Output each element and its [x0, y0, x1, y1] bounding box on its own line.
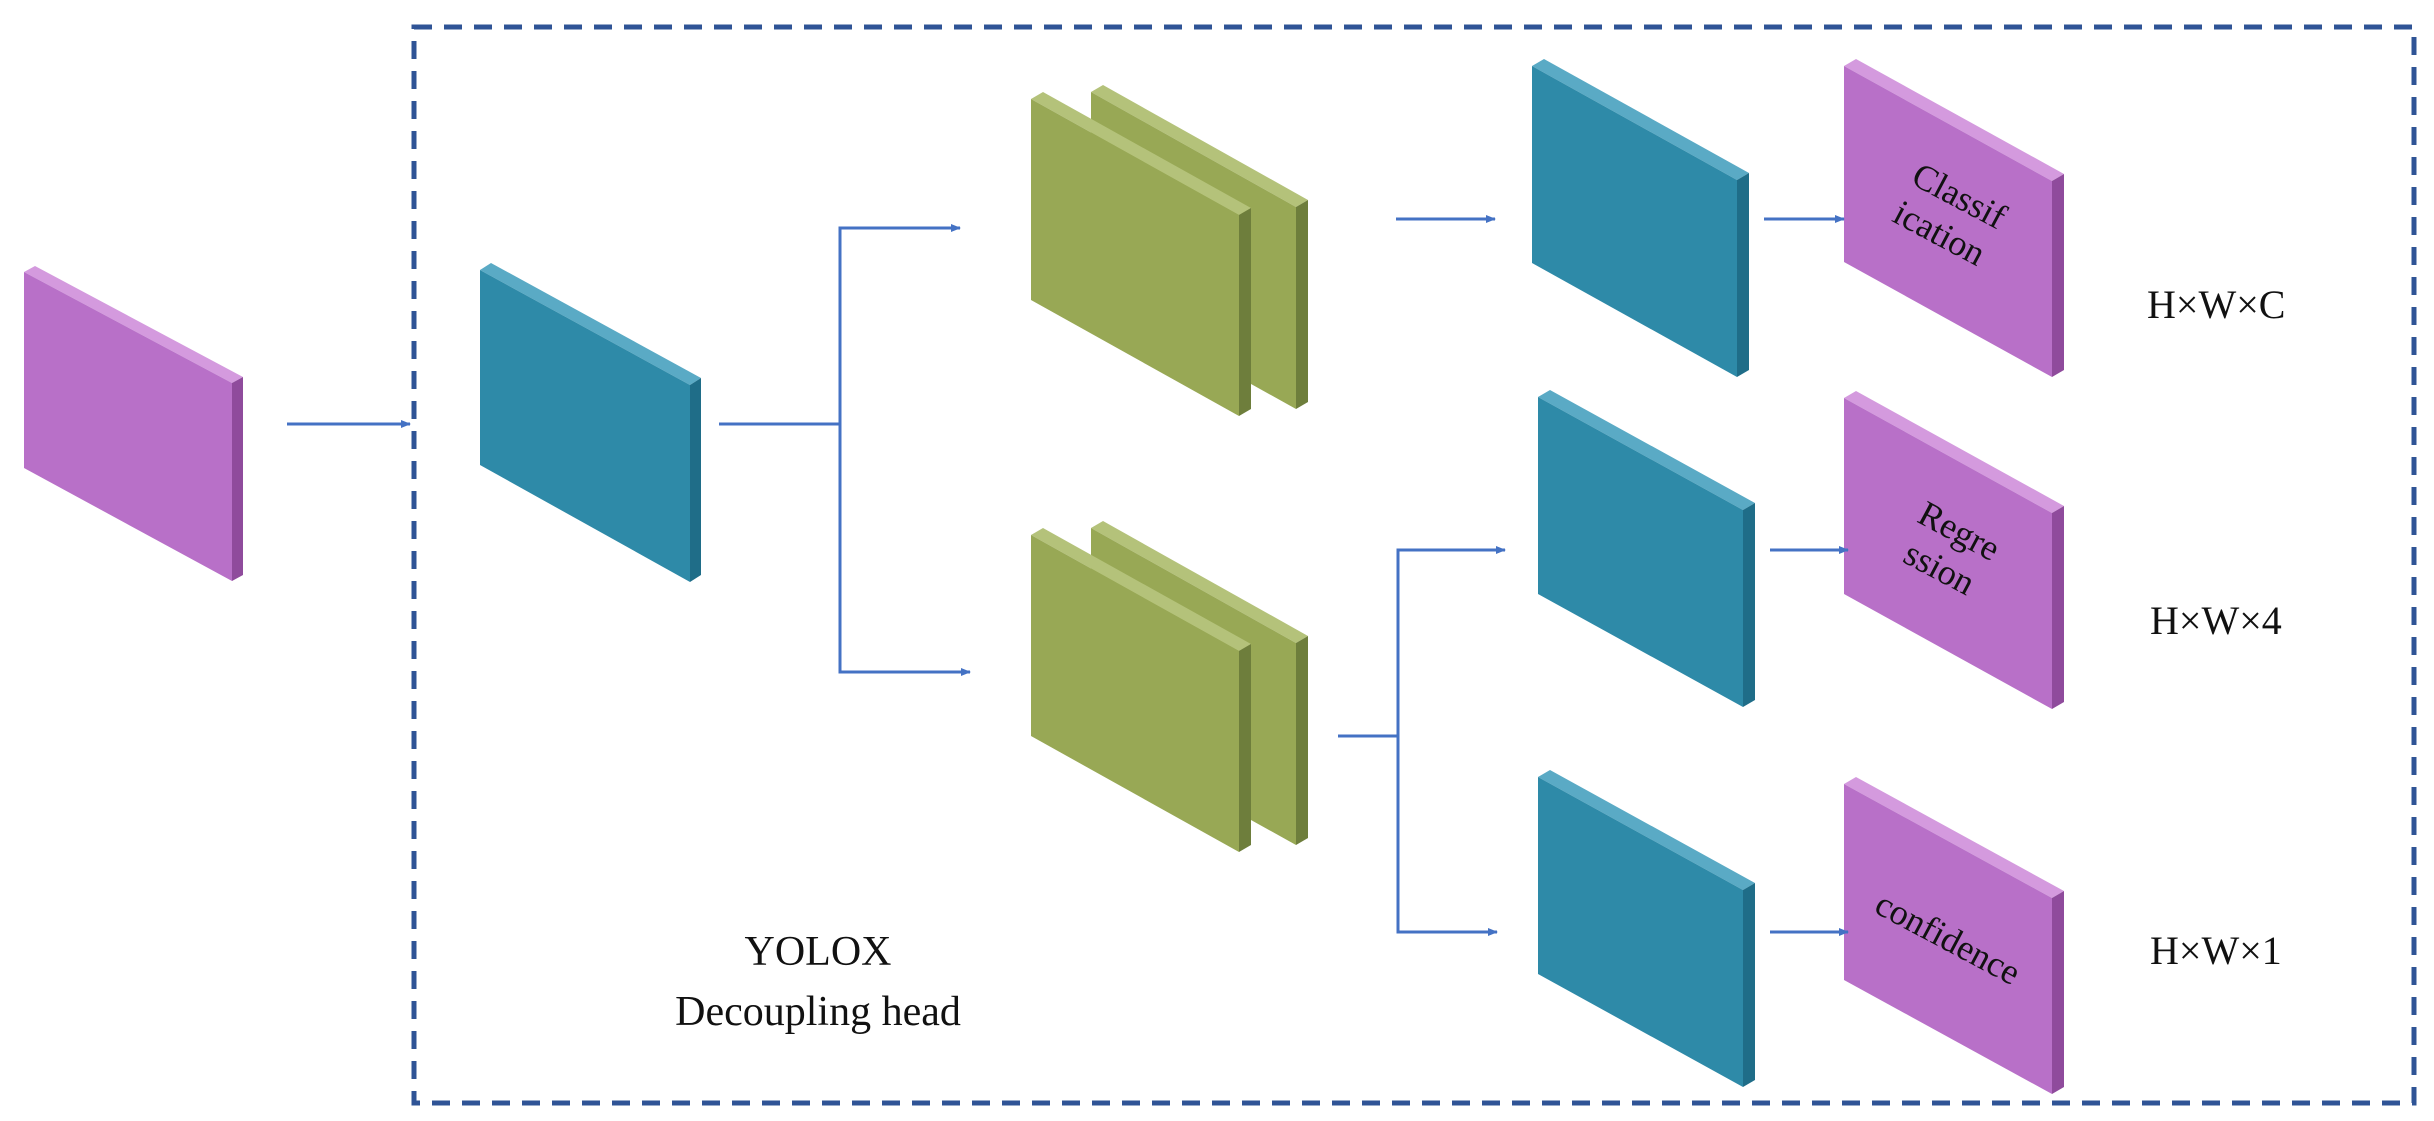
caption-line2: Decoupling head [675, 989, 961, 1035]
decoupling-head-border [411, 24, 2417, 1106]
conf-conv-block [1538, 770, 1755, 1087]
input-feature-map [24, 266, 243, 581]
cls-conv-block [1532, 59, 1749, 377]
cls-branch-arrow [838, 224, 961, 424]
caption-line1: YOLOX [745, 929, 892, 975]
reg-conv-block [1538, 390, 1755, 707]
stem-conv-block [480, 263, 701, 582]
regression-shape-label: H×W×4 [2150, 598, 2282, 643]
regression-output-block: Regre ssion [1844, 391, 2064, 709]
classification-output-block: Classif ication [1844, 59, 2064, 377]
cls-branch-conv-stack [1031, 85, 1308, 416]
confidence-shape-label: H×W×1 [2150, 928, 2282, 973]
reg-branch-conv-stack [1031, 521, 1308, 852]
reg-branch-arrow [838, 424, 971, 676]
reg-stack-to-conf-arrow [1396, 736, 1498, 936]
classification-shape-label: H×W×C [2147, 282, 2285, 327]
reg-stack-to-conv-arrow [1396, 546, 1506, 736]
confidence-output-block: confidence [1844, 777, 2064, 1094]
